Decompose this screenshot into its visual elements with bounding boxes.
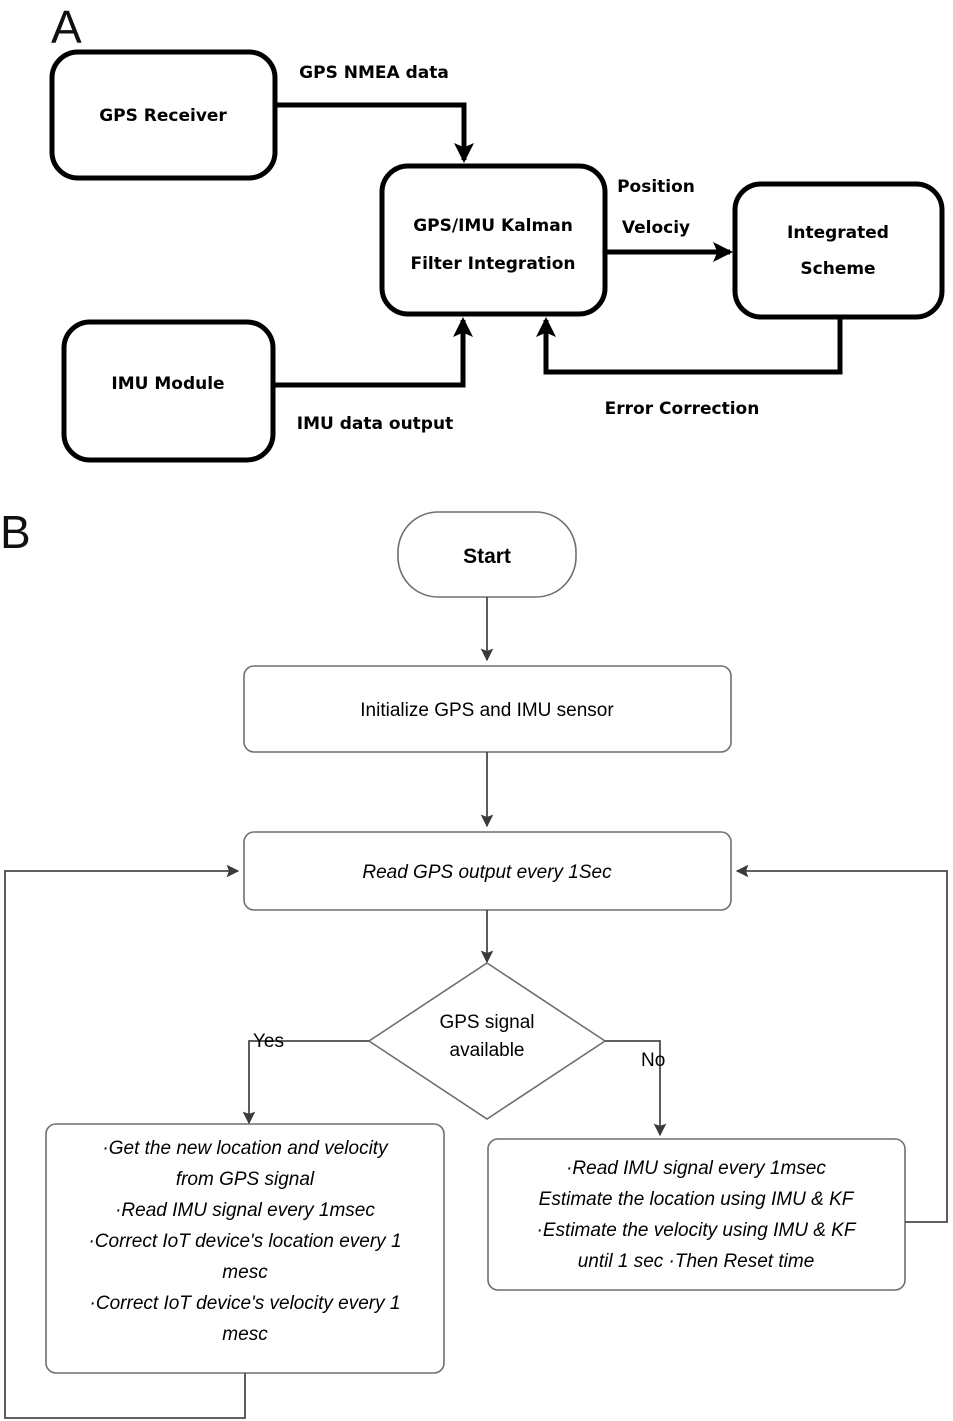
panel-b-letter: B [0, 506, 31, 558]
decision-no-label: No [641, 1050, 665, 1071]
yes-branch-line-3: ·Read IMU signal every 1msec [115, 1200, 375, 1221]
no-branch-shape [487, 1138, 906, 1291]
node-start: Start [397, 511, 577, 598]
node-decision-gps-signal: GPS signal available [367, 962, 607, 1120]
yes-branch-line-4: ·Correct IoT device's location every 1 [88, 1231, 401, 1252]
decision-shape [367, 962, 607, 1120]
gps-receiver-shape [49, 49, 278, 181]
read-gps-label: Read GPS output every 1Sec [362, 862, 612, 883]
kalman-filter-label-line2: Filter Integration [410, 254, 575, 274]
block-gps-receiver: GPS Receiver [49, 49, 278, 181]
panel-b: B Start Initialize GPS and IMU sensor Re… [0, 506, 948, 1419]
decision-label-line1: GPS signal [439, 1012, 534, 1033]
node-yes-branch: ·Get the new location and velocity from … [45, 1123, 445, 1374]
start-label: Start [463, 545, 511, 568]
block-integrated-scheme: Integrated Scheme [732, 181, 945, 320]
yes-branch-line-7: mesc [222, 1324, 268, 1345]
kalman-filter-label-line1: GPS/IMU Kalman [413, 216, 573, 236]
link-position-velocity-label-line1: Position [617, 177, 695, 197]
no-branch-line-1: ·Read IMU signal every 1msec [566, 1158, 826, 1179]
no-branch-line-4: until 1 sec ·Then Reset time [578, 1251, 815, 1272]
link-decision-yes [242, 1040, 369, 1125]
no-branch-line-3: ·Estimate the velocity using IMU & KF [537, 1220, 857, 1241]
block-kalman-filter: GPS/IMU Kalman Filter Integration [379, 163, 608, 317]
panel-a: A GPS Receiver GPS/IMU Kalman Filter Int… [49, 1, 945, 463]
link-error-correction-label: Error Correction [605, 399, 760, 419]
link-no-feedback-to-read-gps [735, 864, 948, 1223]
link-imu-data [273, 317, 473, 388]
link-gps-nmea-label: GPS NMEA data [299, 63, 449, 83]
link-decision-no [605, 1040, 667, 1137]
decision-yes-label: Yes [253, 1031, 284, 1052]
link-position-velocity-label-line2: Velociy [622, 218, 690, 238]
block-imu-module: IMU Module [61, 319, 276, 463]
link-yes-feedback-to-read-gps [4, 864, 246, 1419]
link-imu-data-label: IMU data output [297, 414, 453, 434]
yes-branch-line-5: mesc [222, 1262, 268, 1283]
yes-branch-line-1: ·Get the new location and velocity [102, 1138, 389, 1159]
integrated-scheme-label-line1: Integrated [787, 223, 889, 243]
integrated-scheme-shape [732, 181, 945, 320]
imu-module-shape [61, 319, 276, 463]
link-gps-nmea [275, 102, 474, 163]
yes-branch-line-6: ·Correct IoT device's velocity every 1 [90, 1293, 401, 1314]
integrated-scheme-label-line2: Scheme [800, 259, 875, 279]
link-error-correction [536, 317, 843, 375]
node-initialize: Initialize GPS and IMU sensor [243, 665, 732, 753]
node-no-branch: ·Read IMU signal every 1msec Estimate th… [487, 1138, 906, 1291]
imu-module-label: IMU Module [111, 374, 224, 394]
panel-a-letter: A [51, 1, 82, 53]
kalman-filter-shape [379, 163, 608, 317]
yes-branch-line-2: from GPS signal [176, 1169, 315, 1190]
initialize-label: Initialize GPS and IMU sensor [360, 700, 614, 721]
decision-label-line2: available [450, 1040, 525, 1061]
node-read-gps: Read GPS output every 1Sec [243, 831, 732, 911]
gps-receiver-label: GPS Receiver [99, 106, 227, 126]
no-branch-line-2: Estimate the location using IMU & KF [539, 1189, 855, 1210]
